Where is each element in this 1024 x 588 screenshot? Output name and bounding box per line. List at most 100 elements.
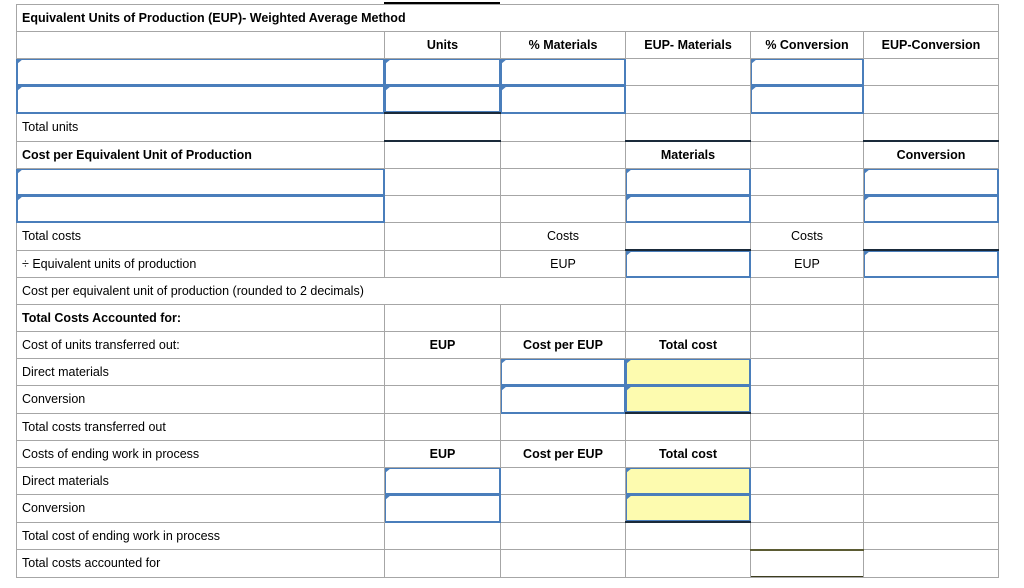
column-header-units: Units bbox=[384, 31, 501, 59]
cell-tcto-total-cost[interactable] bbox=[625, 412, 751, 441]
cell-tcto-value[interactable] bbox=[750, 412, 864, 441]
input-eup-pct-conversion-1[interactable] bbox=[750, 58, 864, 86]
label-cost-units-transferred-out: Cost of units transferred out: bbox=[16, 331, 385, 359]
cell-cost-per-unit-pconv[interactable] bbox=[750, 277, 864, 305]
column-header-wip-total-cost: Total cost bbox=[625, 440, 751, 468]
cell-wip-header-pconv bbox=[750, 440, 864, 468]
cell-total-units-eup-conversion[interactable] bbox=[863, 112, 999, 142]
input-wip-conv-eup[interactable] bbox=[384, 494, 501, 523]
input-divide-eup-conversion[interactable] bbox=[863, 249, 999, 278]
cell-cost-per-unit-materials[interactable] bbox=[625, 277, 751, 305]
column-header-eup-materials: EUP- Materials bbox=[625, 31, 751, 59]
cell-to-conv-eupconv[interactable] bbox=[863, 385, 999, 414]
input-eup-pct-materials-1[interactable] bbox=[500, 58, 626, 86]
cell-to-header-eupconv bbox=[863, 331, 999, 359]
cell-wip-dm-total-cost[interactable] bbox=[625, 467, 751, 495]
cell-to-dm-eupconv[interactable] bbox=[863, 358, 999, 386]
cell-tcto-cost-per-eup[interactable] bbox=[500, 412, 626, 441]
section-tca-blank-units bbox=[384, 304, 501, 332]
cell-cost-pconv-1[interactable] bbox=[750, 168, 864, 196]
cell-cost-units-2[interactable] bbox=[384, 195, 501, 223]
cell-tcaf-eup[interactable] bbox=[384, 549, 501, 578]
input-cost-conversion-2[interactable] bbox=[863, 195, 999, 223]
cell-to-dm-eup[interactable] bbox=[384, 358, 501, 386]
cell-total-units-eup-materials[interactable] bbox=[625, 112, 751, 142]
cell-wip-dm-cost-per-eup[interactable] bbox=[500, 467, 626, 495]
table-row-cost-input-1 bbox=[16, 168, 999, 196]
cell-eup-materials-1[interactable] bbox=[625, 58, 751, 86]
input-eup-units-1[interactable] bbox=[384, 58, 501, 86]
input-cost-desc-2[interactable] bbox=[16, 195, 385, 223]
cell-to-conv-pconv[interactable] bbox=[750, 385, 864, 414]
cell-wip-conv-pconv[interactable] bbox=[750, 494, 864, 523]
cell-tcwip-cost-per-eup[interactable] bbox=[500, 521, 626, 550]
cell-divide-eup-units[interactable] bbox=[384, 249, 501, 278]
cell-total-costs-units[interactable] bbox=[384, 222, 501, 251]
cell-tcaf-total-cost[interactable] bbox=[625, 549, 751, 578]
input-eup-desc-1[interactable] bbox=[16, 58, 385, 86]
cell-tcaf-value[interactable] bbox=[750, 549, 864, 578]
column-header-conversion: Conversion bbox=[863, 140, 999, 169]
column-header-to-cost-per-eup: Cost per EUP bbox=[500, 331, 626, 359]
cell-tcaf-cost-per-eup[interactable] bbox=[500, 549, 626, 578]
cell-cost-pmat-1[interactable] bbox=[500, 168, 626, 196]
label-divide-eup: ÷ Equivalent units of production bbox=[16, 249, 385, 278]
cell-eup-conversion-1[interactable] bbox=[863, 58, 999, 86]
cell-tcwip-total-cost[interactable] bbox=[625, 521, 751, 550]
input-cost-desc-1[interactable] bbox=[16, 168, 385, 196]
cell-to-dm-pconv[interactable] bbox=[750, 358, 864, 386]
table-row-total-costs-accounted-for: Total costs accounted for bbox=[16, 549, 999, 578]
input-eup-units-2[interactable] bbox=[384, 85, 501, 114]
cell-tcto-eup[interactable] bbox=[384, 412, 501, 441]
cell-to-conv-eup[interactable] bbox=[384, 385, 501, 414]
input-wip-dm-eup[interactable] bbox=[384, 467, 501, 495]
input-cost-materials-2[interactable] bbox=[625, 195, 751, 223]
input-eup-pct-materials-2[interactable] bbox=[500, 85, 626, 114]
cell-total-units-value[interactable] bbox=[384, 112, 501, 142]
label-to-direct-materials: Direct materials bbox=[16, 358, 385, 386]
cell-tcto-eupconv[interactable] bbox=[863, 412, 999, 441]
cell-to-header-pconv bbox=[750, 331, 864, 359]
cell-wip-conv-cost-per-eup[interactable] bbox=[500, 494, 626, 523]
cell-cost-units-1[interactable] bbox=[384, 168, 501, 196]
input-eup-desc-2[interactable] bbox=[16, 85, 385, 114]
cell-total-costs-conversion[interactable] bbox=[863, 222, 999, 251]
input-cost-conversion-1[interactable] bbox=[863, 168, 999, 196]
cell-wip-dm-pconv[interactable] bbox=[750, 467, 864, 495]
cell-cost-pconv-2[interactable] bbox=[750, 195, 864, 223]
label-wip-conversion: Conversion bbox=[16, 494, 385, 523]
label-eup-materials: EUP bbox=[500, 249, 626, 278]
input-eup-pct-conversion-2[interactable] bbox=[750, 85, 864, 114]
clipped-cell-fragment bbox=[384, 0, 500, 4]
cell-cost-pmat-2[interactable] bbox=[500, 195, 626, 223]
cell-wip-dm-eupconv[interactable] bbox=[863, 467, 999, 495]
cell-eup-conversion-2[interactable] bbox=[863, 85, 999, 114]
cell-tcwip-value[interactable] bbox=[750, 521, 864, 551]
input-to-dm-cost-per-eup[interactable] bbox=[500, 358, 626, 386]
label-total-costs: Total costs bbox=[16, 222, 385, 251]
cell-total-units-pct-materials[interactable] bbox=[500, 112, 626, 142]
cell-to-conv-total-cost[interactable] bbox=[625, 385, 751, 414]
cell-wip-conv-eupconv[interactable] bbox=[863, 494, 999, 523]
input-to-conv-cost-per-eup[interactable] bbox=[500, 385, 626, 414]
cell-total-units-pct-conversion[interactable] bbox=[750, 112, 864, 142]
column-header-pct-conversion: % Conversion bbox=[750, 31, 864, 59]
cell-tcwip-eupconv[interactable] bbox=[863, 521, 999, 550]
section-cpu-blank-pmat bbox=[500, 140, 626, 169]
cell-tcwip-eup[interactable] bbox=[384, 521, 501, 550]
cell-wip-conv-total-cost[interactable] bbox=[625, 494, 751, 523]
cell-tcaf-eupconv[interactable] bbox=[863, 549, 999, 578]
cell-total-costs-materials[interactable] bbox=[625, 222, 751, 251]
cell-cost-per-unit-conversion[interactable] bbox=[863, 277, 999, 305]
cell-to-dm-total-cost[interactable] bbox=[625, 358, 751, 386]
input-divide-eup-materials[interactable] bbox=[625, 249, 751, 278]
input-cost-materials-1[interactable] bbox=[625, 168, 751, 196]
cell-eup-materials-2[interactable] bbox=[625, 85, 751, 114]
section-tca-blank-pmat bbox=[500, 304, 626, 332]
table-row-eup-input-1 bbox=[16, 58, 999, 86]
section-title-eup: Equivalent Units of Production (EUP)- We… bbox=[16, 4, 999, 32]
label-total-units: Total units bbox=[16, 112, 385, 142]
column-header-to-eup: EUP bbox=[384, 331, 501, 359]
table-row-wip-conversion: Conversion bbox=[16, 494, 999, 523]
